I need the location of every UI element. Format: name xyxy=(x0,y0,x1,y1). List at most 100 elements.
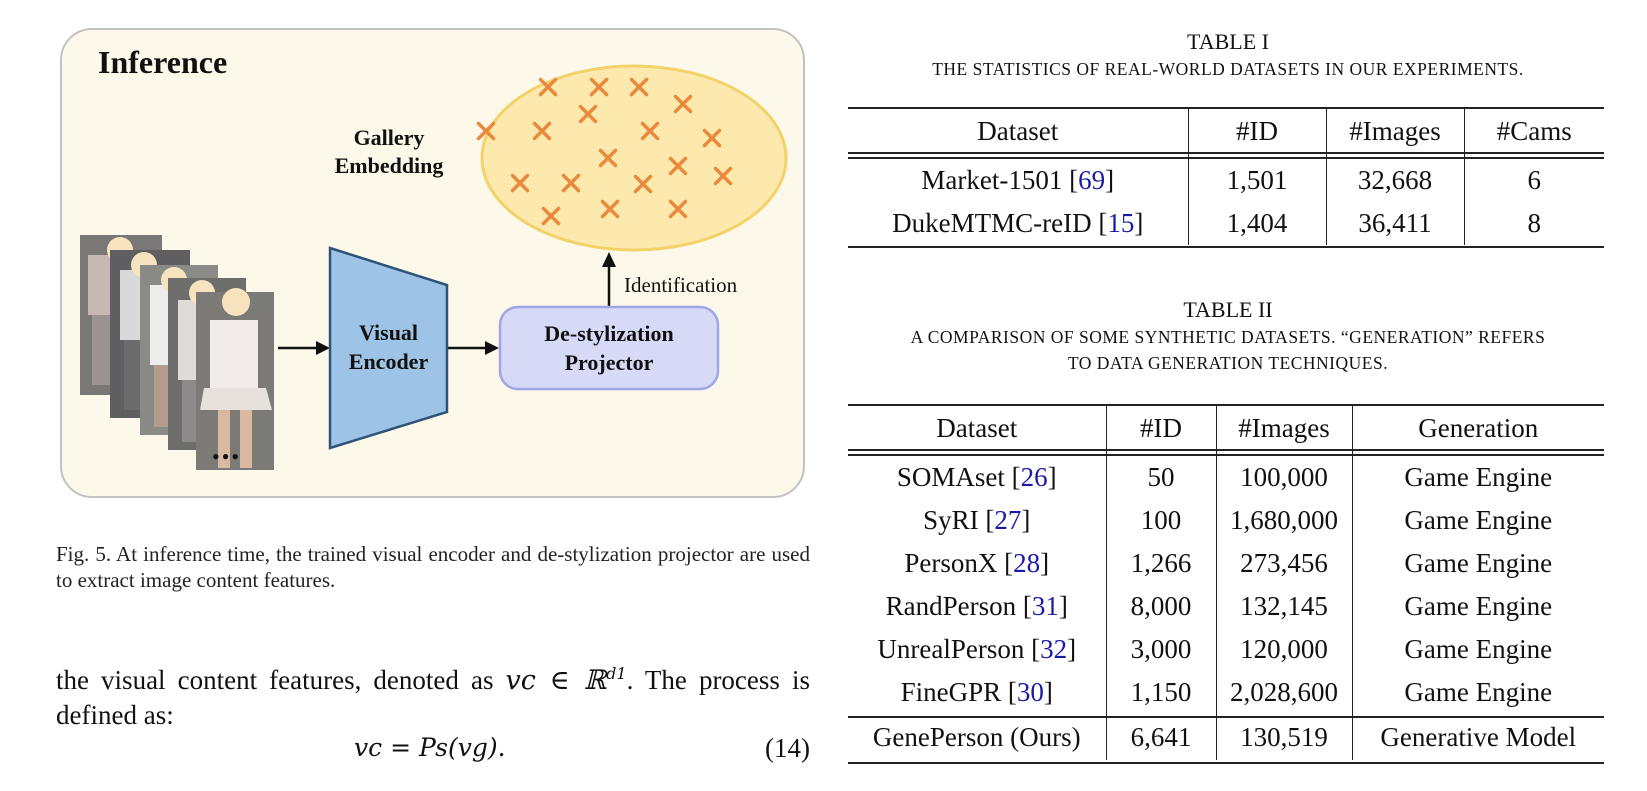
citation-link[interactable]: 28 xyxy=(1013,548,1041,578)
encoder-label: Visual Encoder xyxy=(330,318,447,376)
person-crop xyxy=(196,288,274,470)
inference-figure: Inference Gallery Embedding Visual Encod… xyxy=(60,28,805,498)
table-row: PersonX [28] 1,266 273,456 Game Engine xyxy=(848,542,1604,585)
embedding-point xyxy=(629,77,649,97)
projector-block xyxy=(498,305,720,391)
embedding-point xyxy=(673,94,693,114)
images-cell: 36,411 xyxy=(1325,202,1464,245)
equation: vc = Ps(vg). xyxy=(354,733,506,762)
dataset-cell: PersonX [28] xyxy=(904,548,1050,578)
dataset-cell: DukeMTMC-reID [15] xyxy=(892,208,1144,238)
equation-number: (14) xyxy=(765,733,810,763)
dataset-cell: SOMAset [26] xyxy=(896,462,1057,492)
body-paragraph: the visual content features, denoted as … xyxy=(56,656,810,733)
cams-cell: 6 xyxy=(1463,159,1604,202)
person-image-stack xyxy=(80,235,274,470)
citation-link[interactable]: 15 xyxy=(1107,208,1135,238)
generation-cell: Game Engine xyxy=(1351,456,1604,499)
citation-link[interactable]: 69 xyxy=(1078,165,1106,195)
identification-label: Identification xyxy=(624,273,738,297)
embedding-point xyxy=(633,174,653,194)
table1-top-rule xyxy=(848,107,1604,109)
images-cell: 120,000 xyxy=(1215,628,1352,671)
images-cell: 130,519 xyxy=(1215,714,1352,760)
images-cell: 1,680,000 xyxy=(1215,499,1352,542)
table2-top-rule xyxy=(848,404,1604,406)
table1: Dataset #ID #Images #Cams Market-1501 [6… xyxy=(848,108,1604,245)
table2-header-row: Dataset #ID #Images Generation xyxy=(848,405,1604,451)
embedding-point xyxy=(668,199,688,219)
visual-encoder-block xyxy=(328,246,449,450)
table2-header: Dataset xyxy=(936,412,1018,443)
inference-diagram xyxy=(80,64,788,470)
embedding-point xyxy=(532,121,552,141)
table1-header-row: Dataset #ID #Images #Cams xyxy=(848,108,1604,154)
gallery-embedding-ellipse xyxy=(480,64,788,252)
embedding-point xyxy=(541,206,561,226)
table1-caption: The statistics of real-world datasets in… xyxy=(932,59,1524,79)
embedding-point xyxy=(578,104,598,124)
images-cell: 100,000 xyxy=(1215,456,1352,499)
table-row: RandPerson [31] 8,000 132,145 Game Engin… xyxy=(848,585,1604,628)
embedding-point xyxy=(598,148,618,168)
embedding-point xyxy=(538,77,558,97)
table-row: SyRI [27] 100 1,680,000 Game Engine xyxy=(848,499,1604,542)
id-cell: 100 xyxy=(1105,499,1216,542)
embedding-point xyxy=(510,173,530,193)
table1-header: #Cams xyxy=(1463,108,1604,154)
table2-title: TABLE II xyxy=(1183,297,1273,322)
gallery-label-line1: Gallery xyxy=(353,125,425,150)
body-text-before: the visual content features, denoted as xyxy=(56,665,506,695)
embedding-point xyxy=(668,156,688,176)
cams-cell: 8 xyxy=(1463,202,1604,245)
inline-math: vc ∈ ℝ xyxy=(505,665,607,696)
projector-label-line1: De-stylization xyxy=(544,321,674,346)
citation-link[interactable]: 30 xyxy=(1016,677,1044,707)
body-text-after: . The process is defined as: xyxy=(56,665,810,730)
generation-cell: Game Engine xyxy=(1351,628,1604,671)
id-cell: 8,000 xyxy=(1105,585,1216,628)
gallery-label: Gallery Embedding xyxy=(324,124,454,180)
table1-title: TABLE I xyxy=(1187,29,1269,54)
table2: Dataset #ID #Images Generation SOMAset [… xyxy=(848,405,1604,760)
table-row: SOMAset [26] 50 100,000 Game Engine xyxy=(848,456,1604,499)
id-cell: 1,150 xyxy=(1105,671,1216,714)
equation-14: vc = Ps(vg). (14) xyxy=(56,733,810,773)
citation-link[interactable]: 26 xyxy=(1020,462,1048,492)
figure-caption: Fig. 5. At inference time, the trained v… xyxy=(56,542,810,592)
table1-header: Dataset xyxy=(977,115,1059,146)
table-row-ours: GenePerson (Ours) 6,641 130,519 Generati… xyxy=(848,714,1604,760)
generation-cell: Game Engine xyxy=(1351,585,1604,628)
table2-caption-line2: to data generation techniques. xyxy=(1067,353,1389,373)
citation-link[interactable]: 31 xyxy=(1031,591,1059,621)
panel-title: Inference xyxy=(98,44,228,80)
table-row: FineGPR [30] 1,150 2,028,600 Game Engine xyxy=(848,671,1604,714)
table2-bottom-rule xyxy=(848,762,1604,764)
dataset-cell: UnrealPerson [32] xyxy=(877,634,1077,664)
table2-header: #ID xyxy=(1105,405,1216,451)
id-cell: 1,501 xyxy=(1187,159,1326,202)
embedding-point xyxy=(713,166,733,186)
id-cell: 3,000 xyxy=(1105,628,1216,671)
images-cell: 2,028,600 xyxy=(1215,671,1352,714)
dataset-cell: RandPerson [31] xyxy=(885,591,1068,621)
id-cell: 1,266 xyxy=(1105,542,1216,585)
dataset-cell: FineGPR [30] xyxy=(900,677,1053,707)
embedding-point xyxy=(589,77,609,97)
table-row: DukeMTMC-reID [15] 1,404 36,411 8 xyxy=(848,202,1604,245)
projector-label-line2: Projector xyxy=(564,350,654,375)
images-cell: 132,145 xyxy=(1215,585,1352,628)
generation-cell: Game Engine xyxy=(1351,499,1604,542)
generation-cell: Generative Model xyxy=(1351,714,1604,760)
images-cell: 273,456 xyxy=(1215,542,1352,585)
encoder-label-line2: Encoder xyxy=(348,349,429,374)
table2-header: #Images xyxy=(1215,405,1352,451)
embedding-point xyxy=(476,121,496,141)
embedding-point xyxy=(561,173,581,193)
table1-header: #Images xyxy=(1325,108,1464,154)
table-row: UnrealPerson [32] 3,000 120,000 Game Eng… xyxy=(848,628,1604,671)
embedding-point xyxy=(640,121,660,141)
citation-link[interactable]: 27 xyxy=(994,505,1022,535)
table1-bottom-rule xyxy=(848,246,1604,248)
citation-link[interactable]: 32 xyxy=(1040,634,1068,664)
